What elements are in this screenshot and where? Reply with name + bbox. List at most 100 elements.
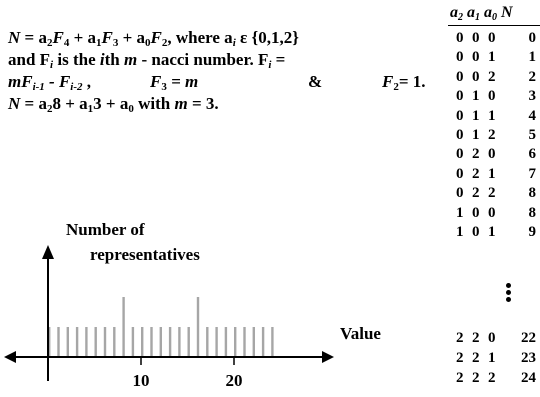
bar-19 [224,327,228,357]
x-axis-label: Value [340,324,381,343]
table-cell: 0 [488,204,496,221]
table-cell: 8 [528,204,537,221]
table-header: a2 a1 a0 N [450,4,513,23]
bar-24 [271,327,274,357]
bar-1 [57,327,60,357]
table-cell: 1 [488,165,496,182]
bar-8 [122,297,125,357]
table-cell: 0 [456,88,464,105]
table-cell: 9 [528,224,537,240]
table-cell: 0 [472,224,480,240]
table-cell: 2 [488,185,496,202]
table-cell: 0 [472,68,480,85]
table-cell: 24 [521,370,536,386]
table-cell: 2 [472,370,480,386]
table-cell: 0 [488,146,496,163]
table-cell: 0 [456,30,464,46]
x-axis-right-arrow [322,351,334,363]
equation-line-1: N = a2F4 + a1F3 + a0F2, where ai ε {0,1,… [8,28,299,49]
table-cell: 4 [528,107,537,124]
table-cell: 8 [528,185,537,202]
equation-line-3: mFi-1 - Fi-2 , F3 = m & F2= 1. [8,72,426,93]
table-cell: 0 [456,185,464,202]
y-axis-label-line-1: Number of [66,220,145,239]
x-tick-label-10: 10 [133,371,150,390]
bar-20 [234,327,237,357]
table-cell: 22 [521,330,536,346]
table-cell: 2 [456,350,464,366]
table-cell: 5 [528,127,537,143]
bar-12 [159,327,162,357]
bar-23 [261,327,265,357]
table-cell: 1 [488,224,496,240]
table-cell: 23 [521,350,536,366]
bar-21 [243,327,246,357]
table-header-rule [448,25,540,26]
chart-axes [4,245,334,381]
table-cell: 1 [472,127,480,143]
bar-17 [206,327,209,357]
table-cell: 0 [472,49,480,66]
table-cell: 0 [488,330,496,346]
table-cell: 2 [456,370,464,386]
y-axis-arrow [42,245,54,259]
bar-6 [103,327,107,357]
table-cell: 2 [488,68,496,85]
bar-13 [168,327,172,357]
table-cell: 2 [488,127,496,143]
table-cell: 1 [488,350,496,366]
bar-16 [196,297,200,357]
bar-18 [215,327,218,357]
bar-10 [141,327,144,357]
table-cell: 2 [472,330,480,346]
table-cell: 1 [456,204,464,221]
table-cell: 1 [488,107,496,124]
table-cell: 2 [528,68,537,85]
table-cell: 0 [456,107,464,124]
bar-15 [187,327,190,357]
table-cell: 0 [456,165,464,182]
bar-22 [252,327,255,357]
bar-5 [94,327,97,357]
x-axis-left-arrow [4,351,16,363]
bar-2 [66,327,69,357]
table-cell: 0 [456,49,464,66]
table-cell: 2 [456,330,464,346]
table-cell: 0 [456,146,464,163]
table-cell: 0 [472,30,480,46]
bar-4 [85,327,88,357]
table-cell: 0 [456,127,464,143]
table-cell: 6 [528,146,537,163]
table-cell: 1 [488,49,496,66]
bar-11 [150,327,153,357]
table-cell: 1 [456,224,464,240]
table-cell: 2 [472,185,480,202]
bar-9 [131,327,135,357]
bar-7 [113,327,116,357]
table-cell: 0 [528,30,537,46]
chart-bars [48,297,274,357]
table-cell: 2 [472,350,480,366]
table-cell: 2 [472,165,480,182]
table-cell: 0 [488,30,496,46]
table-cell: 3 [528,88,537,105]
table-cell: 7 [528,165,537,182]
bar-0 [48,327,51,357]
ellipsis-dots [506,283,512,304]
equation-line-2: and Fi is the ith m - nacci number. Fi = [8,50,286,71]
table-cell: 0 [488,88,496,105]
